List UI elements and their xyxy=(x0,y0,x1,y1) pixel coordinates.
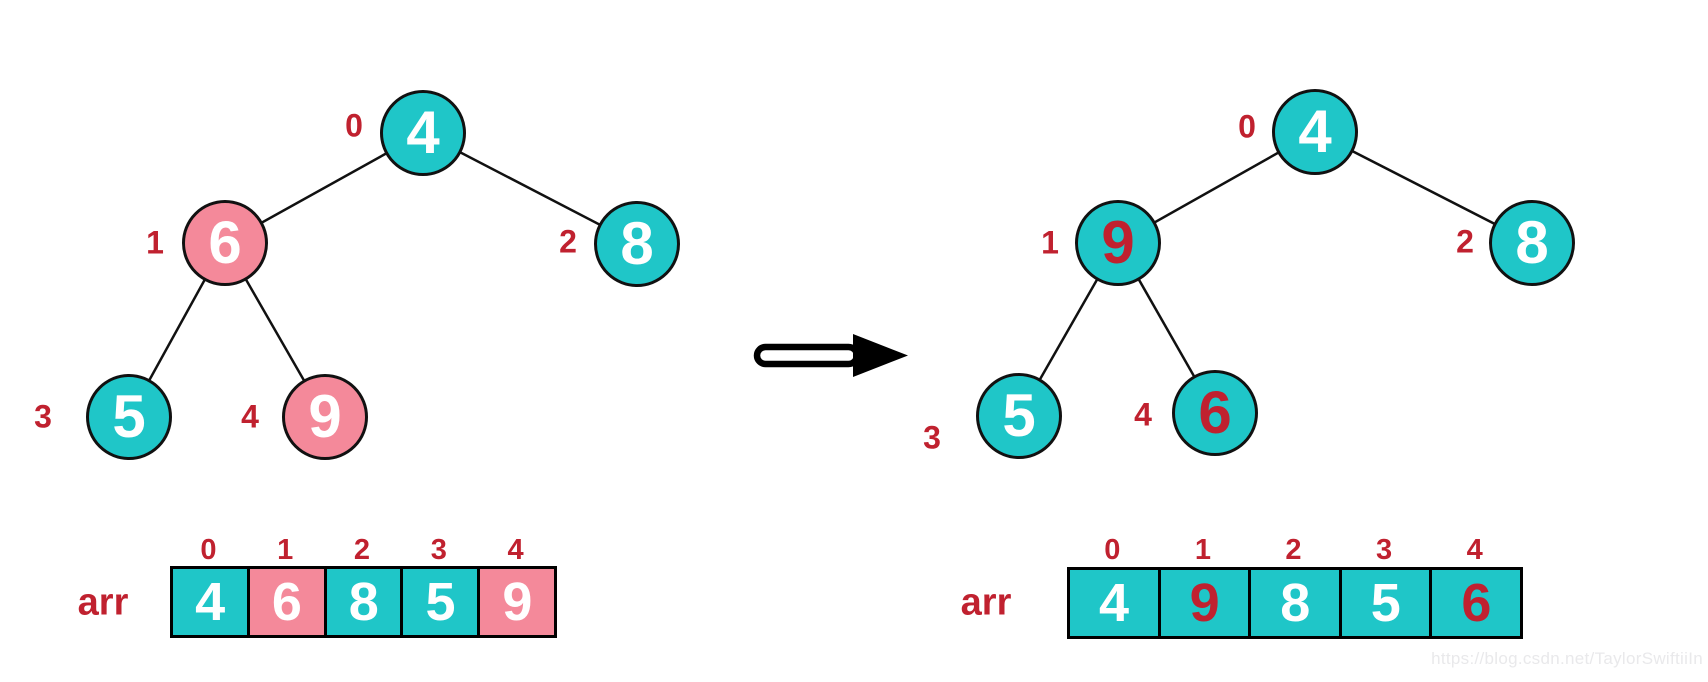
node-value: 5 xyxy=(1002,382,1036,449)
node-value: 8 xyxy=(620,210,654,277)
array-index-label: 0 xyxy=(200,534,217,566)
array-index-label: 4 xyxy=(507,534,524,566)
before-node-index-0: 0 xyxy=(345,107,363,144)
node-value: 6 xyxy=(1198,379,1232,446)
node-value: 4 xyxy=(406,99,440,166)
cell-value: 9 xyxy=(502,572,533,632)
array-cell: 6 xyxy=(1429,567,1524,639)
array-cell: 9 xyxy=(477,566,558,638)
after-arr-label: arr xyxy=(960,581,1012,624)
after-tree-node-1: 9 xyxy=(1075,200,1161,286)
before-array-indices: 0 1 2 3 4 xyxy=(170,534,554,567)
after-node-index-4: 4 xyxy=(1134,396,1152,433)
array-index-label: 1 xyxy=(277,534,294,566)
array-index-label: 4 xyxy=(1466,534,1483,566)
after-node-index-1: 1 xyxy=(1041,224,1059,261)
before-tree-node-4: 9 xyxy=(282,374,368,460)
before-array: 4 6 8 5 9 xyxy=(170,566,558,638)
before-tree-node-3: 5 xyxy=(86,374,172,460)
after-tree-node-3: 5 xyxy=(976,373,1062,459)
cell-value: 6 xyxy=(1461,573,1492,633)
array-index-label: 0 xyxy=(1104,534,1121,566)
node-value: 4 xyxy=(1298,98,1332,165)
array-cell: 4 xyxy=(170,566,251,638)
array-index-label: 2 xyxy=(353,534,371,566)
array-cell: 5 xyxy=(400,566,481,638)
after-node-index-3: 3 xyxy=(923,419,941,456)
array-cell: 9 xyxy=(1157,567,1252,639)
before-tree-node-2: 8 xyxy=(594,201,680,287)
after-array-indices: 0 1 2 3 4 xyxy=(1067,534,1520,567)
cell-value: 8 xyxy=(348,572,379,632)
before-arr-label: arr xyxy=(77,581,129,624)
array-index-label: 3 xyxy=(1376,534,1393,566)
cell-value: 5 xyxy=(1370,573,1401,633)
node-value: 6 xyxy=(208,209,242,276)
before-node-index-2: 2 xyxy=(559,223,577,260)
node-value: 9 xyxy=(1101,209,1135,276)
array-index-label: 1 xyxy=(1194,534,1211,566)
node-value: 9 xyxy=(308,383,342,450)
before-node-index-1: 1 xyxy=(146,224,164,261)
cell-value: 8 xyxy=(1280,573,1311,633)
before-tree-node-1: 6 xyxy=(182,200,268,286)
cell-value: 6 xyxy=(271,572,302,632)
after-tree-node-0: 4 xyxy=(1272,89,1358,175)
before-node-index-3: 3 xyxy=(34,398,52,435)
cell-value: 9 xyxy=(1189,573,1220,633)
node-value: 8 xyxy=(1515,209,1549,276)
node-value: 5 xyxy=(112,383,146,450)
array-index-label: 2 xyxy=(1285,534,1302,566)
after-node-index-0: 0 xyxy=(1238,108,1256,145)
before-tree-node-0: 4 xyxy=(380,90,466,176)
cell-value: 4 xyxy=(1099,573,1130,633)
array-cell: 6 xyxy=(246,566,328,638)
array-cell: 8 xyxy=(323,566,404,638)
cell-value: 5 xyxy=(425,572,456,632)
after-tree-node-2: 8 xyxy=(1489,200,1575,286)
before-node-index-4: 4 xyxy=(241,398,259,435)
after-tree-node-4: 6 xyxy=(1172,370,1258,456)
after-array: 4 9 8 5 6 xyxy=(1067,567,1524,639)
arrow-right-icon xyxy=(753,334,908,377)
after-node-index-2: 2 xyxy=(1456,223,1474,260)
array-cell: 4 xyxy=(1067,567,1162,639)
array-cell: 5 xyxy=(1338,567,1433,639)
cell-value: 4 xyxy=(195,572,226,632)
array-index-label: 3 xyxy=(430,534,447,566)
watermark: https://blog.csdn.net/TaylorSwiftiiIn xyxy=(1431,649,1703,668)
array-cell: 8 xyxy=(1248,567,1343,639)
